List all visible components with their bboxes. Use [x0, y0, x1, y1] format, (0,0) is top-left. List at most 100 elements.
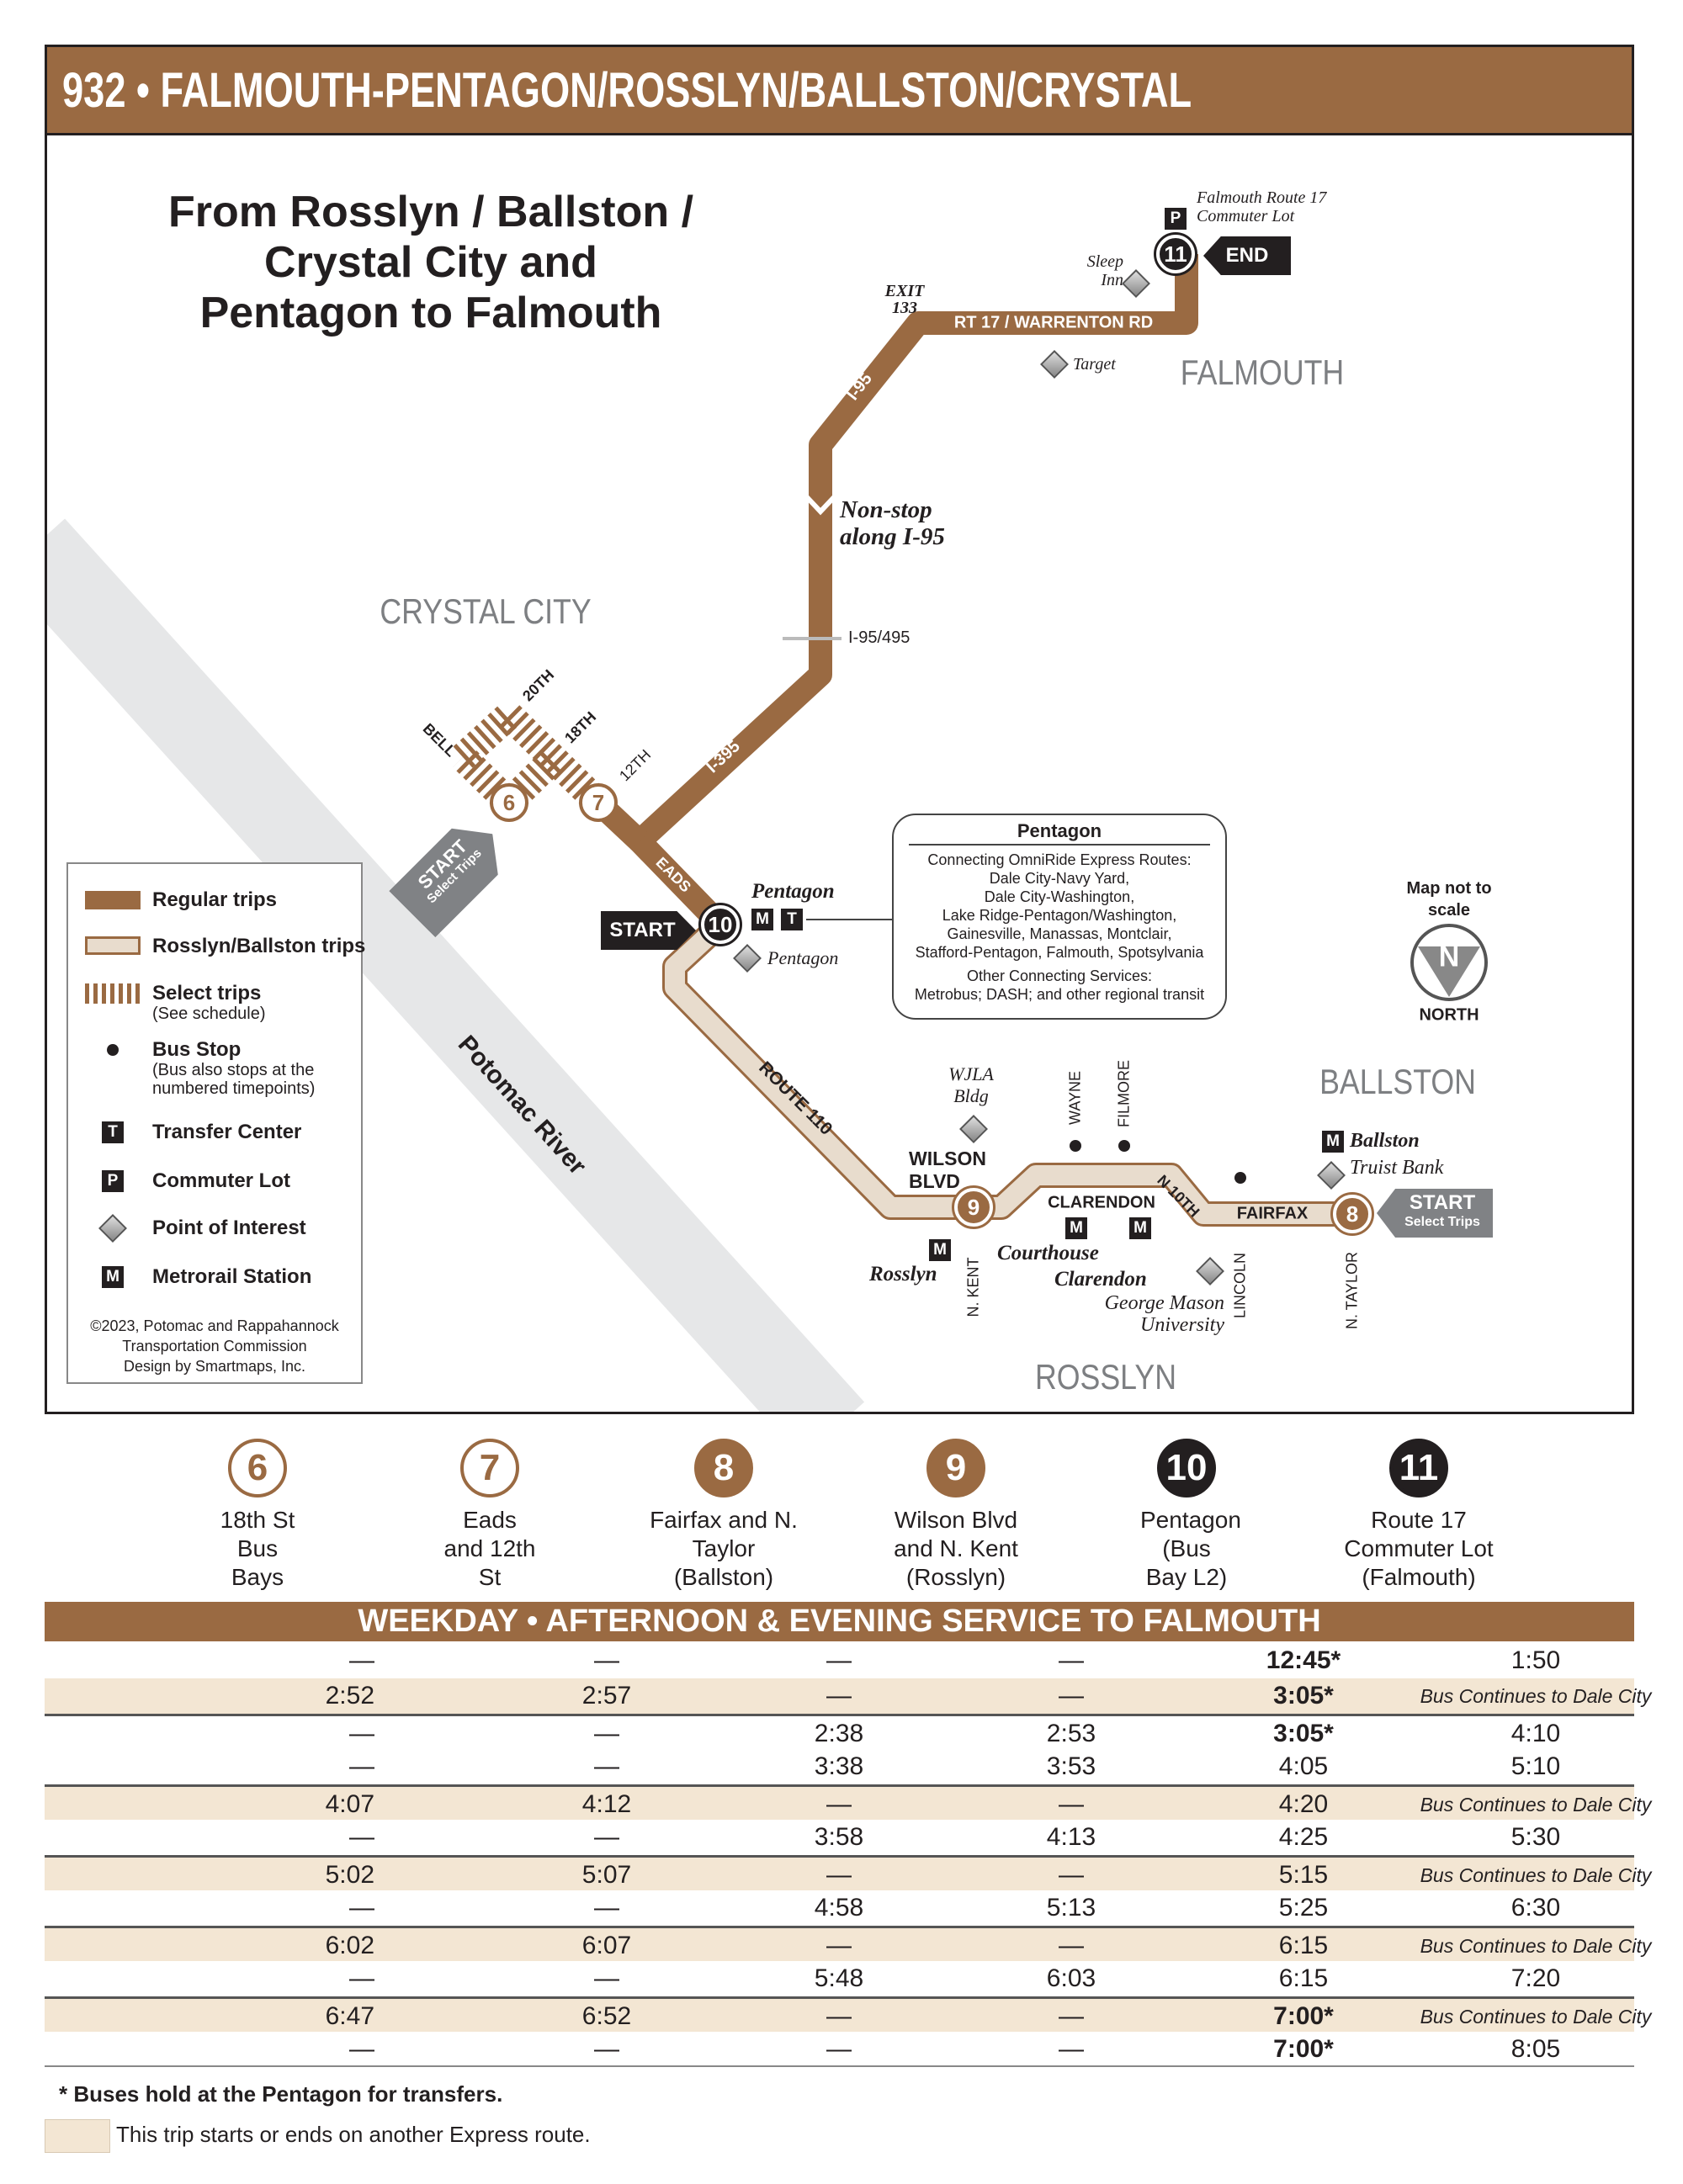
schedule-cell: 3:05* [1273, 1720, 1334, 1747]
schedule-cell: — [594, 2035, 619, 2063]
schedule-cell: — [826, 1790, 852, 1818]
table-row: ————7:00*8:05 [45, 2032, 1634, 2067]
rosslyn-station-label: Rosslyn [869, 1263, 937, 1285]
i95-495-label: I-95/495 [848, 628, 911, 647]
map-legend: Regular trips Rosslyn/Ballston trips Sel… [66, 862, 365, 1384]
schedule-cell: 2:57 [581, 1682, 632, 1710]
schedule-cell: — [1059, 1861, 1084, 1889]
schedule-cell: 4:12 [581, 1790, 632, 1818]
box-line: Gainesville, Manassas, Montclair, [947, 925, 1172, 942]
box-line: Lake Ridge-Pentagon/Washington, [942, 907, 1177, 924]
commuter-lot-label: Falmouth Route 17 Commuter Lot [1197, 188, 1327, 225]
schedule-cell: 2:38 [814, 1720, 864, 1747]
schedule-cell: 4:25 [1278, 1823, 1329, 1851]
schedule-cell: — [1059, 1790, 1084, 1818]
route-title: 932 • FALMOUTH-PENTAGON/ROSSLYN/BALLSTON… [62, 63, 1192, 118]
schedule-cell: 4:58 [814, 1894, 864, 1922]
area-rosslyn: ROSSLYN [1035, 1357, 1176, 1397]
schedule-cell: — [349, 1964, 374, 1992]
schedule-cell: Bus Continues to Dale City [1420, 1685, 1652, 1707]
schedule-cell: Bus Continues to Dale City [1420, 1935, 1652, 1957]
bus-stop-icon [1070, 1140, 1081, 1152]
bus-stop-icon [1234, 1172, 1246, 1184]
schedule-cell: 6:15 [1278, 1964, 1329, 1992]
schedule-cell: 6:52 [581, 2002, 632, 2030]
street-filmore: FILMORE [1115, 1059, 1133, 1128]
rosslyn-trips-swatch [85, 936, 141, 955]
area-falmouth: FALMOUTH [1180, 353, 1345, 392]
route-map [47, 254, 1488, 1412]
box-line: Stafford-Pentagon, Falmouth, Spotsylvani… [915, 944, 1204, 961]
metro-icon: M [102, 1266, 124, 1288]
schedule-cell: 5:48 [814, 1964, 864, 1992]
not-to-scale-note: Map not to scale [1406, 879, 1492, 920]
schedule-cell: — [349, 1646, 374, 1674]
map-title: From Rosslyn / Ballston / Crystal City a… [167, 188, 694, 337]
schedule-cell: 5:15 [1278, 1861, 1329, 1889]
schedule-title: WEEKDAY • AFTERNOON & EVENING SERVICE TO… [45, 1602, 1634, 1641]
metro-icon: M [929, 1239, 951, 1261]
schedule-cell: 2:53 [1046, 1720, 1096, 1747]
pentagon-box-title: Pentagon [909, 822, 1210, 846]
courthouse-label: Courthouse [997, 1242, 1099, 1264]
schedule-cell: 7:20 [1510, 1964, 1561, 1992]
schedule-cell: 7:00* [1273, 2002, 1334, 2030]
metro-icon: M [1065, 1217, 1087, 1239]
schedule-cell: 5:13 [1046, 1894, 1096, 1922]
street-n-kent: N. KENT [964, 1257, 982, 1317]
schedule-cell: 3:38 [814, 1752, 864, 1780]
schedule-cell: 5:25 [1278, 1894, 1329, 1922]
schedule-cell: 4:05 [1278, 1752, 1329, 1780]
transfer-center-icon: T [781, 909, 803, 930]
schedule-cell: — [594, 1894, 619, 1922]
schedule-cell: 4:10 [1510, 1720, 1561, 1747]
metro-icon: M [751, 909, 773, 930]
sleep-inn-label: Sleep Inn [1086, 252, 1123, 289]
street-lincoln: LINCOLN [1231, 1252, 1249, 1319]
schedule-cell: — [1059, 2002, 1084, 2030]
clarendon-label: Clarendon [1054, 1268, 1147, 1291]
schedule-cell: — [826, 2035, 852, 2063]
poi-icon [98, 1214, 127, 1243]
schedule-cell: — [1059, 2035, 1084, 2063]
schedule-cell: — [594, 1823, 619, 1851]
schedule-cell: 8:05 [1510, 2035, 1561, 2063]
ballston-station-label: Ballston [1350, 1130, 1420, 1152]
schedule-cell: — [594, 1646, 619, 1674]
wjla-label: WJLA Bldg [948, 1063, 994, 1106]
legend-commuter-lot: Commuter Lot [152, 1169, 290, 1192]
box-line: Metrobus; DASH; and other regional trans… [914, 986, 1205, 1003]
schedule-cell: — [826, 1646, 852, 1674]
schedule-cell: — [826, 1932, 852, 1959]
legend-metro: Metrorail Station [152, 1265, 312, 1288]
box-line: Dale City-Navy Yard, [989, 870, 1130, 887]
timepoint-10: 10 [698, 903, 742, 946]
select-trips-swatch [85, 983, 141, 1004]
schedule-cell: 5:10 [1510, 1752, 1561, 1780]
schedule-cell: 6:30 [1510, 1894, 1561, 1922]
schedule-cell: — [826, 1861, 852, 1889]
metro-icon: M [1129, 1217, 1151, 1239]
nonstop-label: Non-stop along I-95 [840, 496, 945, 550]
timepoint-8: 8 [1330, 1192, 1374, 1236]
schedule-cell: — [349, 1720, 374, 1747]
commuter-lot-icon: P [1165, 208, 1187, 230]
schedule-cell: — [349, 1894, 374, 1922]
schedule-cell: 12:45* [1266, 1646, 1341, 1674]
schedule-cell: — [594, 1752, 619, 1780]
legend-regular: Regular trips [152, 888, 278, 911]
legend-bus-stop: Bus Stop(Bus also stops at the numbered … [152, 1038, 316, 1099]
schedule-cell: 3:58 [814, 1823, 864, 1851]
wilson-blvd-label: WILSON BLVD [909, 1148, 986, 1192]
timepoint-9: 9 [952, 1185, 995, 1229]
